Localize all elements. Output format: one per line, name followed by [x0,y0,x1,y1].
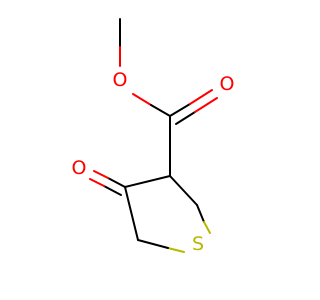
bond-ketone-double-a-red [93,170,109,179]
bond-c4-c3 [124,175,171,188]
bond-carbonyl-double-a [169,103,191,117]
bond-ester-oxygen-carbonyl-carbon [150,104,171,117]
bond-sulfur-c5-yellow [167,247,185,253]
bond-carbonyl-double-a-red [189,89,213,105]
atom-labels: O O O S [72,69,235,255]
bond-c3-c2 [169,175,198,206]
bond-c5-c4 [124,186,139,241]
bond-ketone-double-a [107,177,126,188]
bond-sulfur-c5 [137,239,169,249]
bond-ketone-double-b-red [89,178,105,187]
molecule-structure: O O O S [72,18,235,255]
bond-carbonyl-double-b-red [194,97,218,113]
sulfur-label: S [192,233,204,255]
bond-ester-oxygen-carbonyl-carbon-red [132,93,152,106]
bonds [89,18,218,253]
bond-c2-sulfur-yellow [203,221,211,234]
ketone-oxygen-label: O [72,157,87,179]
bond-carbonyl-double-b [175,111,196,125]
bond-c2-sulfur [196,204,205,223]
carbonyl-oxygen-label: O [220,73,235,95]
ester-oxygen-label: O [113,69,128,91]
bond-ketone-double-b [103,185,122,196]
